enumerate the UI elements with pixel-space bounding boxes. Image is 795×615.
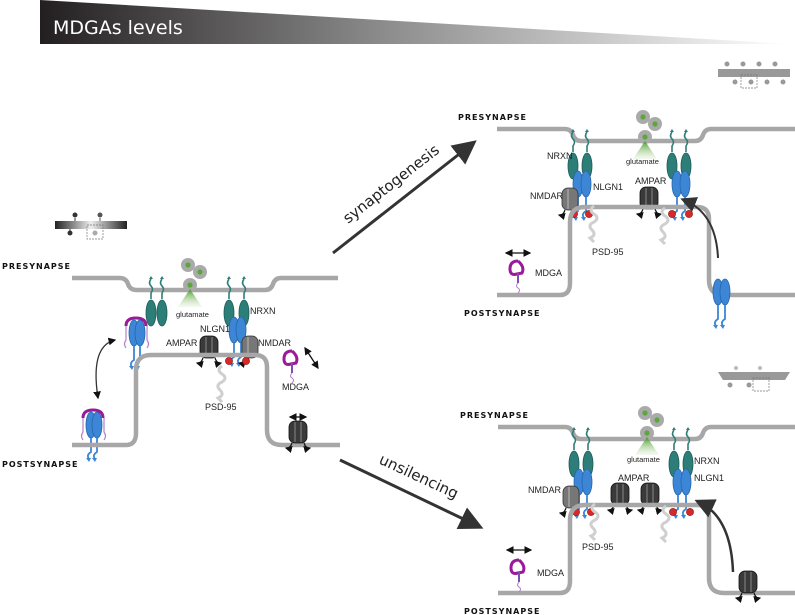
ampar — [637, 187, 661, 214]
top-right-panel: PRESYNAPSE glutamate NRXN NLGN1 NMDAR AM… — [458, 61, 795, 330]
presynaptic-membrane — [72, 275, 338, 293]
presynaptic-membrane — [497, 126, 795, 144]
presynapse-label: PRESYNAPSE — [2, 262, 71, 271]
phospho-site — [242, 357, 250, 365]
nmdar-label: NMDAR — [528, 485, 561, 495]
dendrite-thumbnail-low — [718, 366, 790, 392]
bottom-right-panel: PRESYNAPSE glutamate NRXN NLGN1 NMDAR AM… — [460, 366, 795, 615]
mdga-free — [282, 349, 299, 385]
psd95-label: PSD-95 — [582, 542, 614, 552]
psd95-scaffold — [588, 204, 599, 244]
unsilencing-label: unsilencing — [376, 450, 461, 502]
ampar — [197, 336, 221, 363]
nrxn-label: NRXN — [694, 456, 720, 466]
postsynapse-label: POSTSYNAPSE — [464, 607, 540, 615]
nrxn — [145, 275, 157, 327]
phospho-site — [225, 357, 233, 365]
mdga-gradient-wedge — [40, 0, 790, 44]
postsynaptic-membrane — [72, 352, 340, 448]
mdga-nlgn-complex-upper — [123, 316, 150, 371]
trafficking-arrow — [694, 499, 735, 573]
glutamate-label: glutamate — [626, 157, 659, 166]
mdga-label: MDGA — [537, 568, 564, 578]
postsynaptic-membrane — [497, 204, 795, 298]
ampar-label: AMPAR — [166, 338, 198, 348]
mobility-arrow — [304, 346, 319, 370]
nlgn1-label: NLGN1 — [593, 182, 623, 192]
glutamate-vesicles — [635, 406, 664, 455]
nlgn1-label: NLGN1 — [200, 324, 230, 334]
psd95-scaffold — [660, 504, 671, 544]
psd95-scaffold — [659, 206, 670, 246]
mdga-free — [508, 259, 525, 295]
presynapse-label: PRESYNAPSE — [458, 113, 527, 122]
phospho-site — [668, 210, 676, 218]
phospho-site — [686, 508, 694, 516]
mdga-label: MDGA — [282, 382, 309, 392]
postsynapse-label: POSTSYNAPSE — [464, 309, 540, 318]
mdga-free — [509, 558, 526, 594]
nrxn — [156, 275, 168, 327]
psd95-label: PSD-95 — [592, 247, 624, 257]
header-title: MDGAs levels — [53, 17, 183, 39]
glutamate-label: glutamate — [627, 455, 660, 464]
phospho-site — [669, 508, 677, 516]
mdga-label: MDGA — [535, 268, 562, 278]
glutamate-vesicles — [633, 110, 662, 159]
psd95-label: PSD-95 — [205, 402, 237, 412]
glutamate-vesicles — [178, 258, 207, 307]
dendrite-thumbnail-low — [718, 61, 790, 89]
postsynaptic-membrane — [498, 502, 795, 596]
psd95-scaffold — [216, 364, 227, 404]
mdga-levels-header: MDGAs levels — [40, 0, 790, 44]
nmdar-label: NMDAR — [258, 338, 291, 348]
presynaptic-membrane — [498, 424, 795, 442]
synaptogenesis-arrow — [332, 140, 477, 255]
diffusion-arrow — [93, 337, 117, 400]
psd95-scaffold — [589, 502, 600, 542]
nrxn-label: NRXN — [547, 151, 573, 161]
unsilencing-arrow — [339, 458, 484, 530]
nlgn1-extrasynaptic — [719, 278, 731, 330]
synaptogenesis-label: synaptogenesis — [339, 141, 443, 227]
nrxn-label: NRXN — [250, 306, 276, 316]
ampar-label: AMPAR — [635, 176, 667, 186]
postsynapse-label: POSTSYNAPSE — [2, 460, 78, 469]
mdga-nlgn-complex-lower — [80, 408, 107, 463]
nlgn1-label: NLGN1 — [694, 473, 724, 483]
left-panel: PRESYNAPSE glutamate NRXN NLGN1 AMPAR NM… — [2, 212, 340, 469]
nmdar-label: NMDAR — [530, 191, 563, 201]
dendrite-thumbnail-high — [55, 212, 127, 240]
trafficking-arrow — [680, 197, 719, 259]
presynapse-label: PRESYNAPSE — [460, 411, 529, 420]
ampar-label: AMPAR — [618, 473, 650, 483]
phospho-site — [685, 210, 693, 218]
glutamate-label: glutamate — [176, 310, 209, 319]
